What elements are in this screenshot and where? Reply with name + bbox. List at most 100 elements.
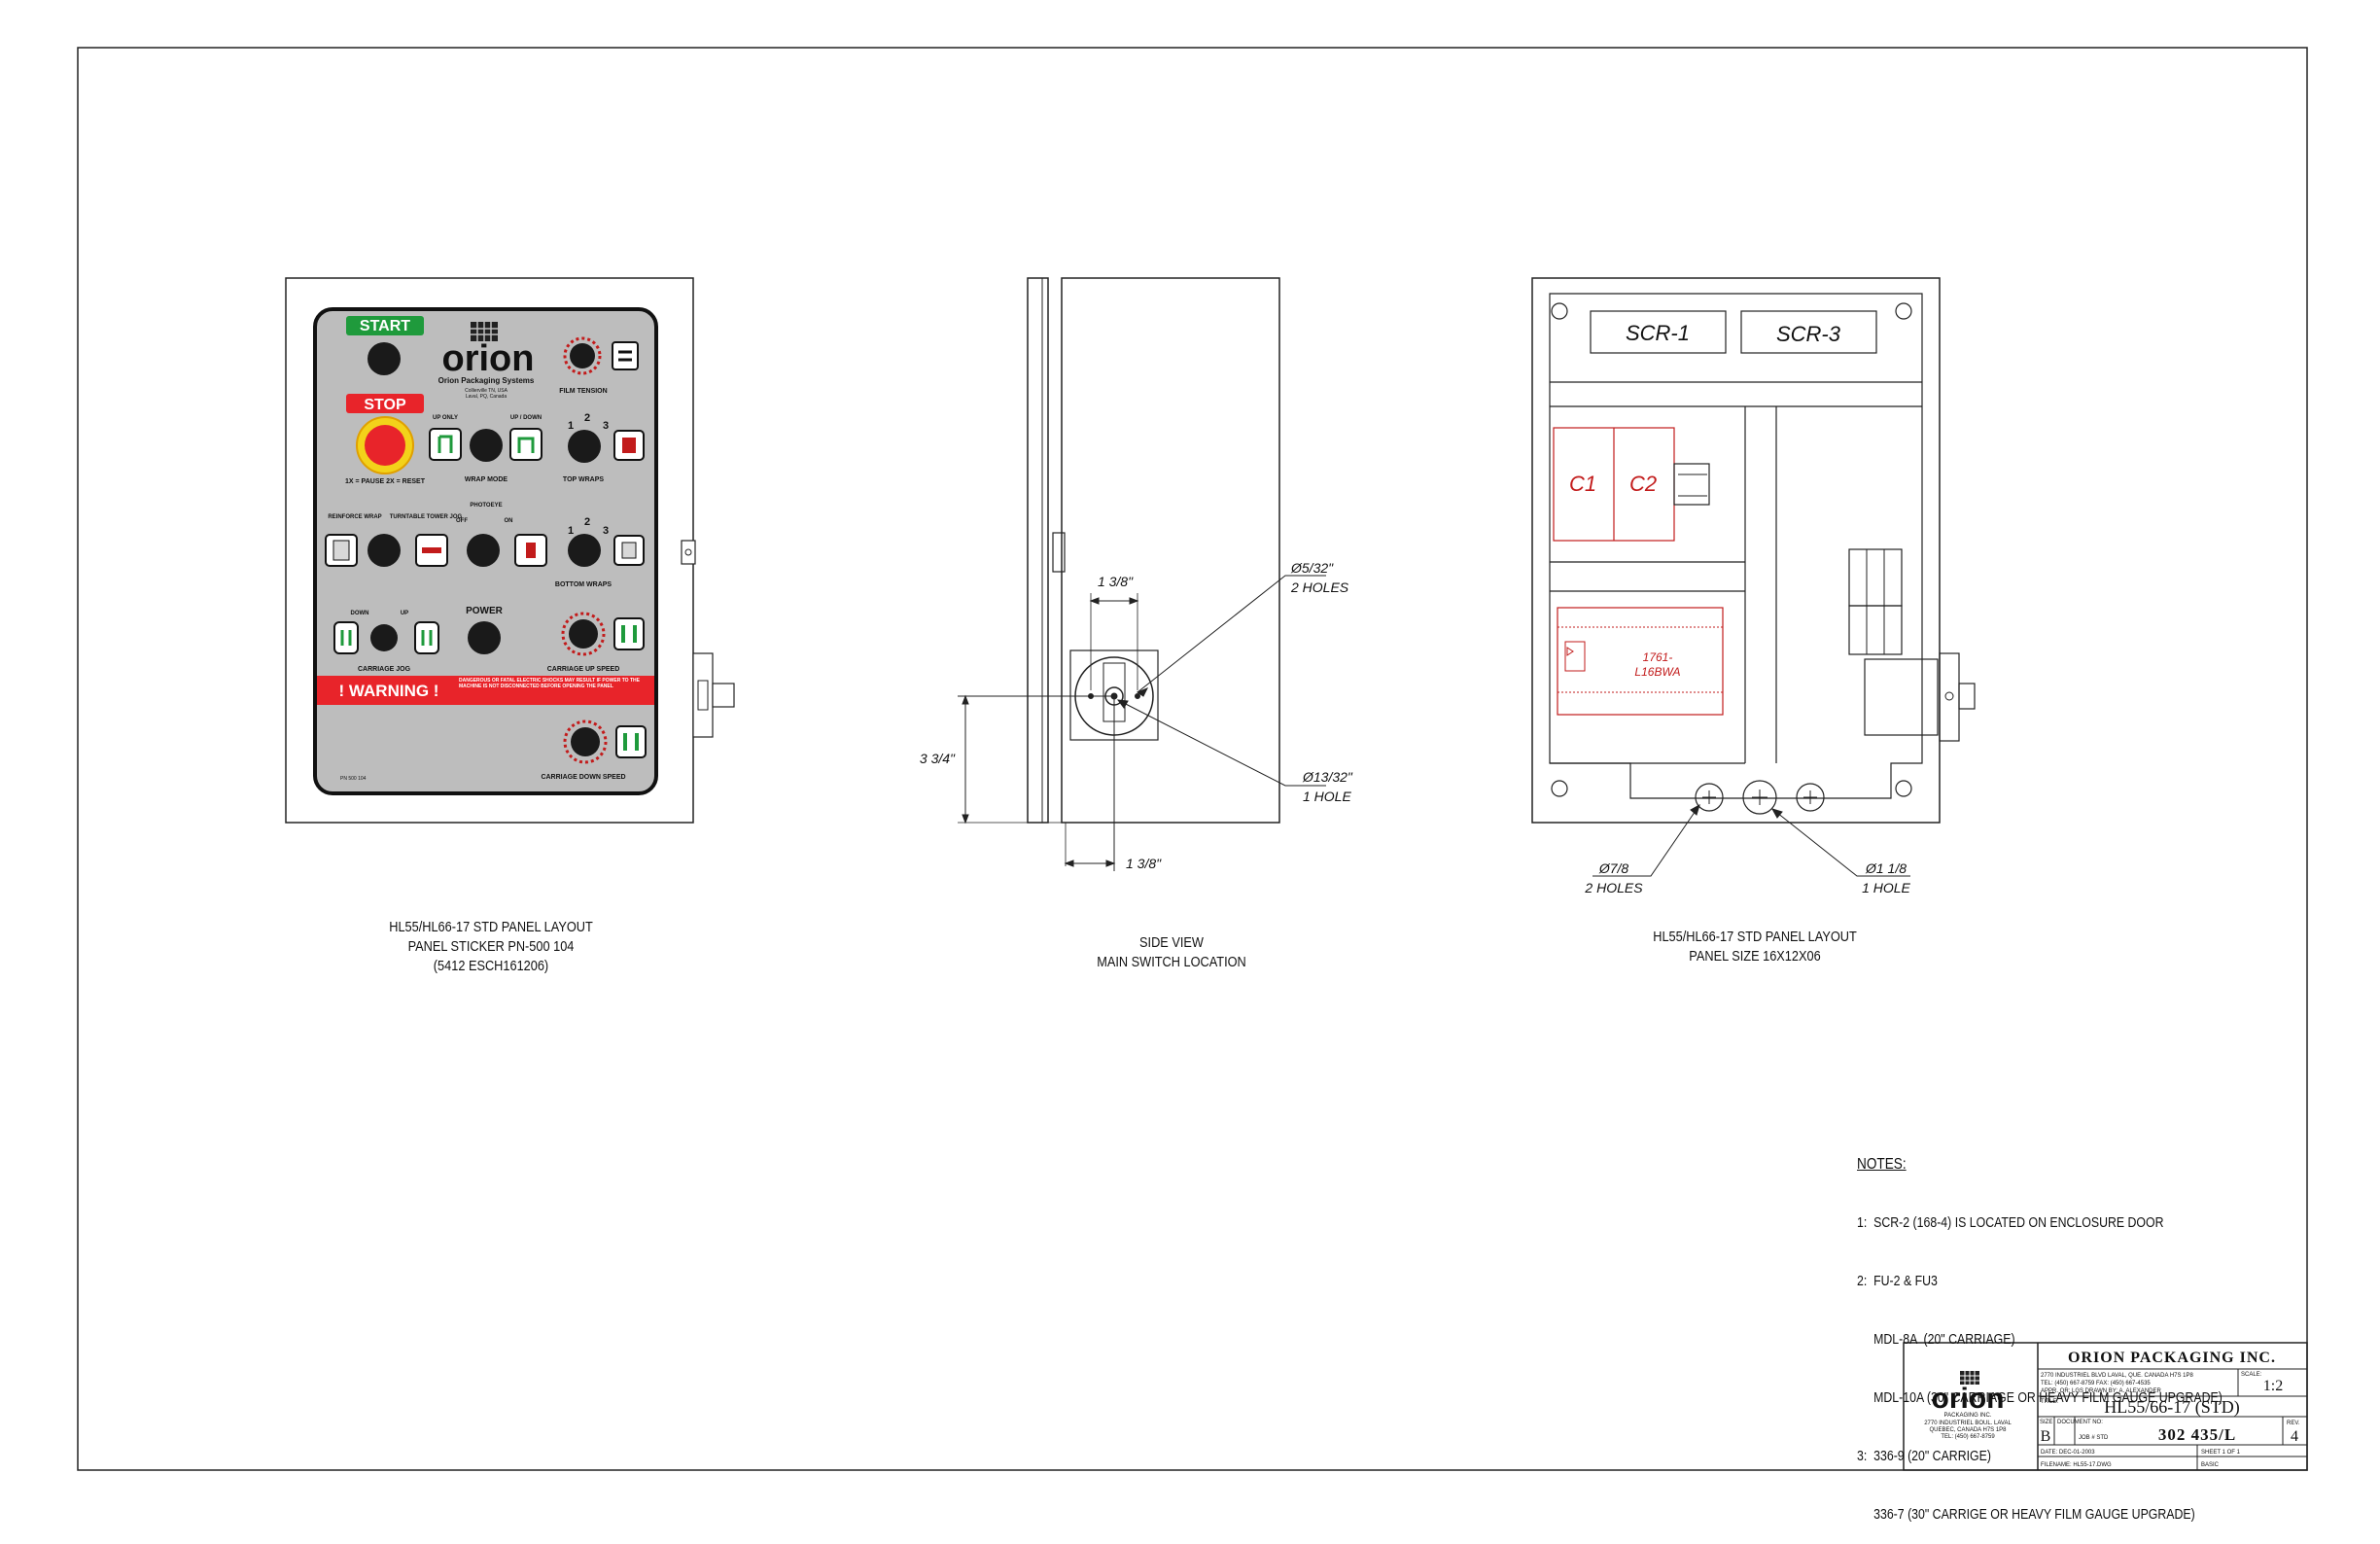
enclosure-outline [1531, 277, 1941, 824]
svg-text:TITLE:: TITLE: [2041, 1399, 2058, 1405]
svg-text:FILM TENSION: FILM TENSION [559, 388, 607, 395]
power-button[interactable] [468, 621, 501, 654]
svg-text:1X = PAUSE 2X = RESET: 1X = PAUSE 2X = RESET [345, 478, 426, 485]
back-plate [1549, 293, 1923, 799]
svg-text:TEL: (450) 667-8759 FAX: (: TEL: (450) 667-8759 FAX: (450) 667-4535 [2041, 1381, 2151, 1386]
title-block [1903, 1342, 2308, 1471]
svg-text:ORION PACKAGING INC.: ORION PACKAGING INC. [2068, 1350, 2276, 1366]
caption-side-view: SIDE VIEW MAIN SWITCH LOCATION [1097, 934, 1246, 970]
svg-text:APPR. OR: LGS DRAWN BY: A.: APPR. OR: LGS DRAWN BY: A. ALEXANDER [2041, 1388, 2161, 1394]
svg-text:3: 3 [603, 420, 609, 432]
logo-text: orion [442, 338, 535, 379]
carriage-jog-knob[interactable] [370, 624, 398, 651]
film-tension-indicator [612, 341, 639, 370]
svg-text:B: B [2041, 1428, 2051, 1445]
main-switch-side [692, 652, 714, 738]
photoeye-selector[interactable] [467, 534, 500, 567]
up-only-indicator [429, 428, 462, 461]
caption-panel-sticker: HL55/HL66-17 STD PANEL LAYOUT PANEL STIC… [389, 919, 593, 974]
svg-text:FILENAME: HL55-17.DWG: FILENAME: HL55-17.DWG [2041, 1462, 2112, 1468]
svg-text:PN 500 104: PN 500 104 [340, 776, 367, 782]
door-latch [681, 540, 696, 565]
stop-label: STOP [364, 397, 406, 413]
svg-text:1: 1 [568, 420, 574, 432]
svg-text:SCR-3: SCR-3 [1776, 322, 1841, 346]
svg-text:PACKAGING INC.: PACKAGING INC. [1944, 1413, 1992, 1419]
svg-text:2770 INDUSTRIEL BLVD LAVAL, QU: 2770 INDUSTRIEL BLVD LAVAL, QUE. CANADA … [2041, 1373, 2194, 1379]
orion-logo: orion Orion Packaging Systems Colliervil… [438, 322, 535, 400]
svg-text:UP / DOWN: UP / DOWN [510, 415, 542, 421]
top-wraps-selector[interactable] [568, 430, 601, 463]
carriage-up-speed-scale [561, 612, 606, 656]
main-disconnect [1864, 658, 1939, 736]
start-label-bg [346, 316, 424, 335]
svg-text:CARRIAGE UP SPEED: CARRIAGE UP SPEED [547, 666, 620, 673]
svg-text:QUEBEC, CANADA H7S 1P8: QUEBEC, CANADA H7S 1P8 [1929, 1427, 2007, 1433]
film-tension-scale [563, 336, 602, 375]
svg-text:Collierville TN, USA: Collierville TN, USA [465, 388, 508, 394]
door-edge [1027, 277, 1049, 824]
svg-text:2: 2 [584, 412, 590, 424]
side-view [958, 277, 1326, 871]
svg-text:CARRIAGE DOWN SPEED: CARRIAGE DOWN SPEED [541, 774, 625, 781]
svg-text:ON: ON [505, 518, 513, 524]
svg-text:DATE: DEC-01-2003: DATE: DEC-01-2003 [2041, 1450, 2095, 1456]
start-button[interactable] [368, 342, 401, 375]
carriage-jog-up-button[interactable] [414, 621, 439, 654]
knockout-center [1742, 780, 1777, 815]
svg-text:Laval, PQ, Canada: Laval, PQ, Canada [466, 394, 507, 400]
svg-text:SIZE: SIZE [2040, 1420, 2052, 1425]
svg-text:L16BWA: L16BWA [1634, 665, 1680, 679]
wrap-mode-selector[interactable] [470, 429, 503, 462]
carriage-up-speed-indicator [613, 617, 645, 650]
svg-text:POWER: POWER [466, 606, 504, 616]
warning-bar [317, 676, 654, 705]
svg-text:Ø7/8: Ø7/8 [1598, 860, 1629, 876]
svg-text:4: 4 [2291, 1428, 2298, 1445]
svg-text:SCR-1: SCR-1 [1626, 321, 1690, 345]
svg-text:1 3/8": 1 3/8" [1126, 856, 1162, 871]
svg-text:C2: C2 [1629, 472, 1657, 496]
scr-3 [1740, 310, 1877, 354]
svg-text:1761-: 1761- [1643, 650, 1673, 664]
svg-text:C1: C1 [1569, 472, 1596, 496]
svg-text:SHEET 1 OF 1: SHEET 1 OF 1 [2201, 1450, 2241, 1456]
svg-text:Ø5/32": Ø5/32" [1290, 560, 1334, 576]
caption-panel-layout: HL55/HL66-17 STD PANEL LAYOUT PANEL SIZE… [1653, 929, 1857, 965]
scr-1 [1590, 310, 1727, 354]
svg-text:3: 3 [603, 525, 609, 537]
notes: NOTES: 1: SCR-2 (168-4) IS LOCATED ON EN… [1857, 1156, 2222, 1523]
plc-1761 [1557, 607, 1724, 716]
warning-label: ! WARNING ! [339, 682, 439, 700]
panel-layout-view [1531, 277, 1976, 877]
svg-text:1 HOLE: 1 HOLE [1303, 789, 1351, 804]
bottom-wraps-selector[interactable] [568, 534, 601, 567]
svg-text:PHOTOEYE: PHOTOEYE [470, 503, 502, 509]
svg-text:REINFORCE WRAP: REINFORCE WRAP [328, 514, 381, 520]
svg-text:3 3/4": 3 3/4" [920, 751, 956, 766]
knockout-right [1796, 783, 1825, 812]
svg-text:1:2: 1:2 [2263, 1378, 2283, 1394]
svg-text:WRAP MODE: WRAP MODE [465, 476, 508, 483]
svg-text:TURNTABLE TOWER JOG: TURNTABLE TOWER JOG [390, 514, 463, 520]
svg-text:REV.: REV. [2287, 1421, 2300, 1426]
carriage-down-speed-knob[interactable] [571, 727, 600, 756]
stop-button[interactable] [365, 425, 405, 466]
carriage-jog-down-button[interactable] [333, 621, 359, 654]
svg-text:1: 1 [568, 525, 574, 537]
carriage-up-speed-knob[interactable] [569, 619, 598, 649]
svg-text:Orion Packaging Systems: Orion Packaging Systems [438, 376, 535, 385]
svg-text:TEL: (450) 667-8759: TEL: (450) 667-8759 [1941, 1434, 1995, 1440]
svg-text:1 HOLE: 1 HOLE [1862, 880, 1910, 895]
fuse-block [1848, 548, 1903, 607]
film-tension-knob[interactable] [570, 343, 595, 368]
stop-label-bg [346, 394, 424, 413]
svg-text:DOCUMENT NO:: DOCUMENT NO: [2057, 1420, 2103, 1425]
svg-text:Ø1 1/8: Ø1 1/8 [1865, 860, 1907, 876]
svg-text:UP: UP [401, 611, 408, 616]
carriage-down-speed-indicator [615, 725, 647, 758]
svg-text:1 3/8": 1 3/8" [1098, 574, 1134, 589]
up-down-indicator [509, 428, 542, 461]
panel-sticker-view: START orion Orion Packaging Systems Coll… [285, 277, 735, 824]
reinforce-wrap-selector[interactable] [368, 534, 401, 567]
